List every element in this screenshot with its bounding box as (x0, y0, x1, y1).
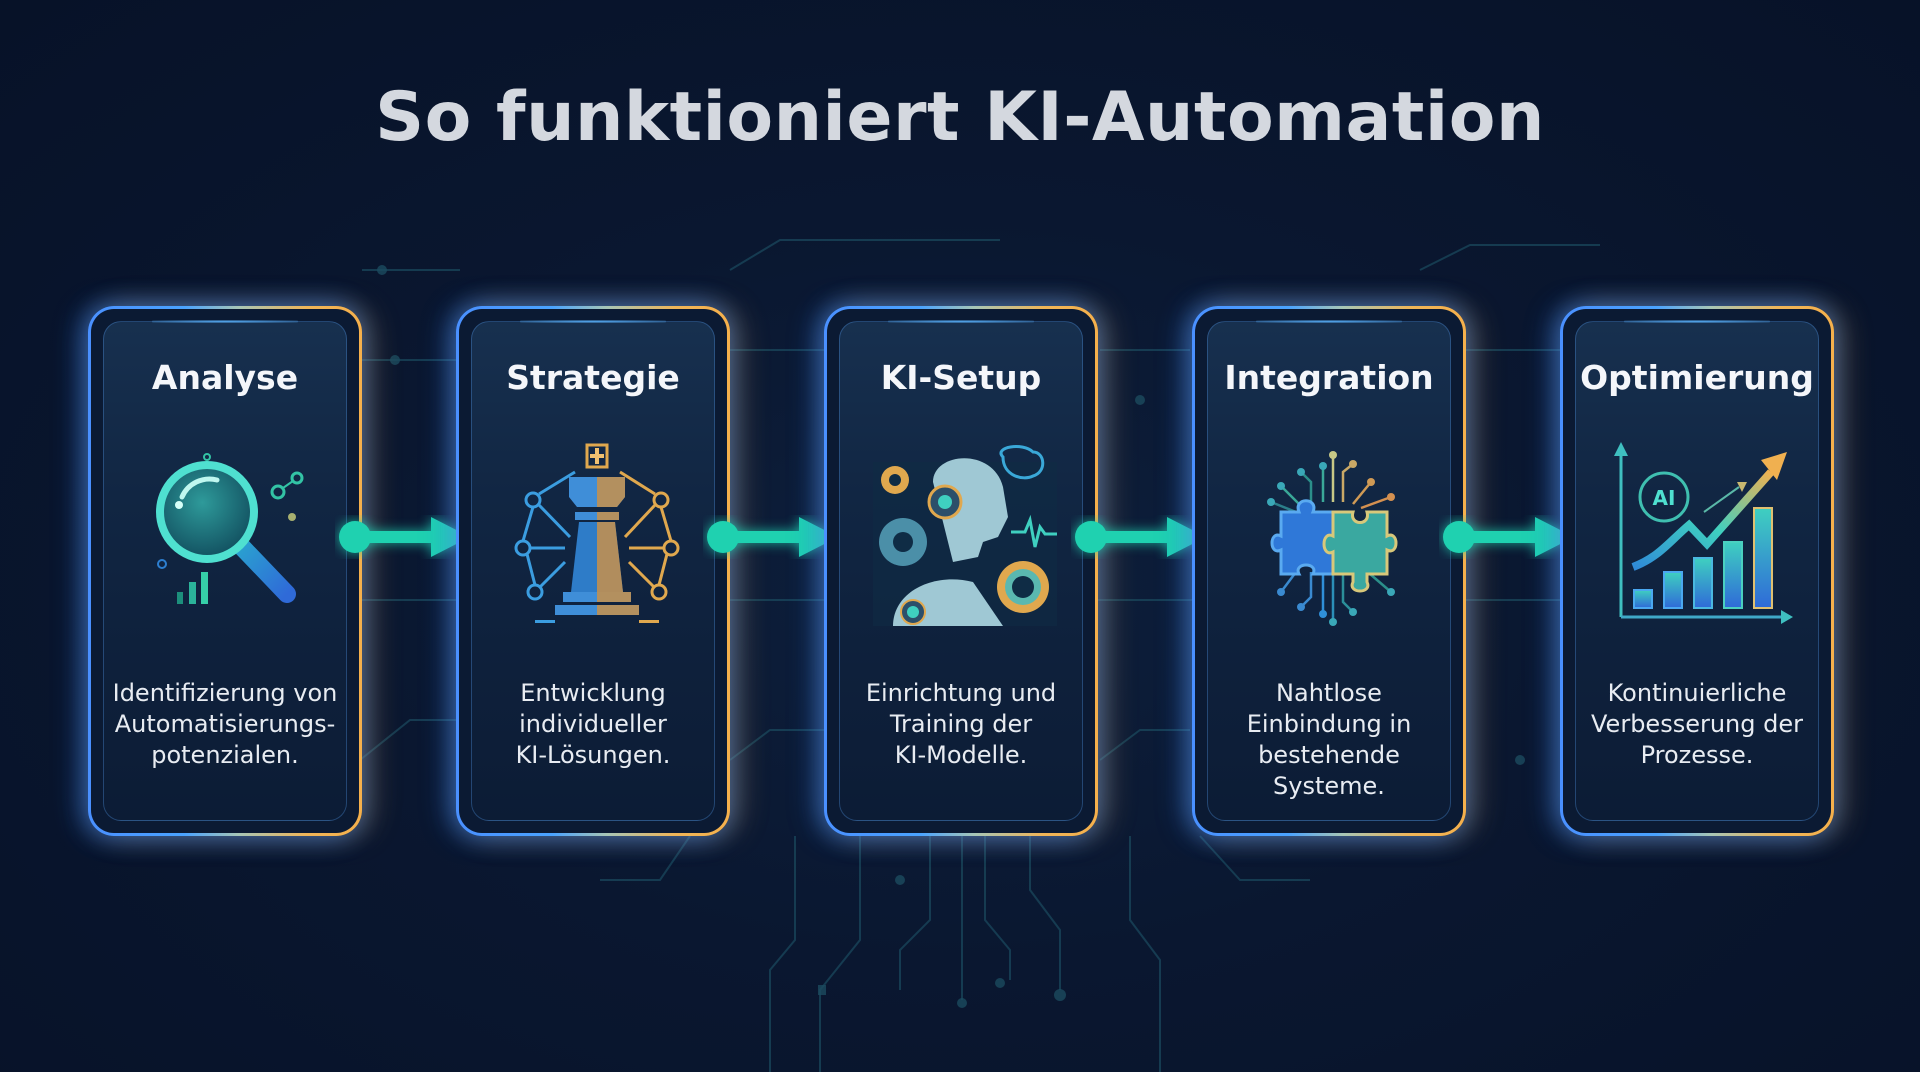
step-card-optimierung: Optimierung AI Kontinuierliche Verbesser… (1560, 306, 1834, 836)
step-description: Identifizierung von Automatisierungs- po… (112, 679, 338, 769)
arrow-right-icon (707, 517, 838, 557)
magnifying-glass-icon (156, 453, 304, 604)
ai-label: AI (1653, 486, 1676, 510)
puzzle-circuit-icon (1267, 451, 1398, 626)
arrow-right-icon (1443, 517, 1574, 557)
step-title: Integration (1224, 358, 1434, 397)
step-title: Optimierung (1580, 358, 1814, 397)
step-description: Einrichtung und Training der KI-Modelle. (865, 679, 1057, 769)
growth-chart-ai-icon: AI (1614, 442, 1793, 624)
step-description: Nahtlose Einbindung in bestehende System… (1246, 679, 1412, 800)
page-title: So funktioniert KI-Automation (375, 78, 1545, 157)
arrow-right-icon (339, 517, 470, 557)
step-card-integration: Integration Nahtlose Einbindung in beste… (1192, 306, 1466, 836)
chess-king-network-icon (514, 443, 680, 623)
arrow-right-icon (1075, 517, 1206, 557)
step-description: Kontinuierliche Verbesserung der Prozess… (1591, 679, 1803, 769)
step-card-ki-setup: KI-Setup Einrichtung und Training der KI… (824, 306, 1098, 836)
step-description: Entwicklung individueller KI-Lösungen. (515, 679, 671, 769)
step-title: KI-Setup (880, 358, 1042, 397)
step-card-strategie: Strategie Entwicklung individueller KI-L… (456, 306, 730, 836)
step-title: Strategie (506, 358, 680, 397)
step-card-analyse: Analyse Identifizierung von Automatisier… (88, 306, 362, 836)
robot-gears-icon (873, 445, 1057, 626)
step-title: Analyse (151, 358, 299, 397)
